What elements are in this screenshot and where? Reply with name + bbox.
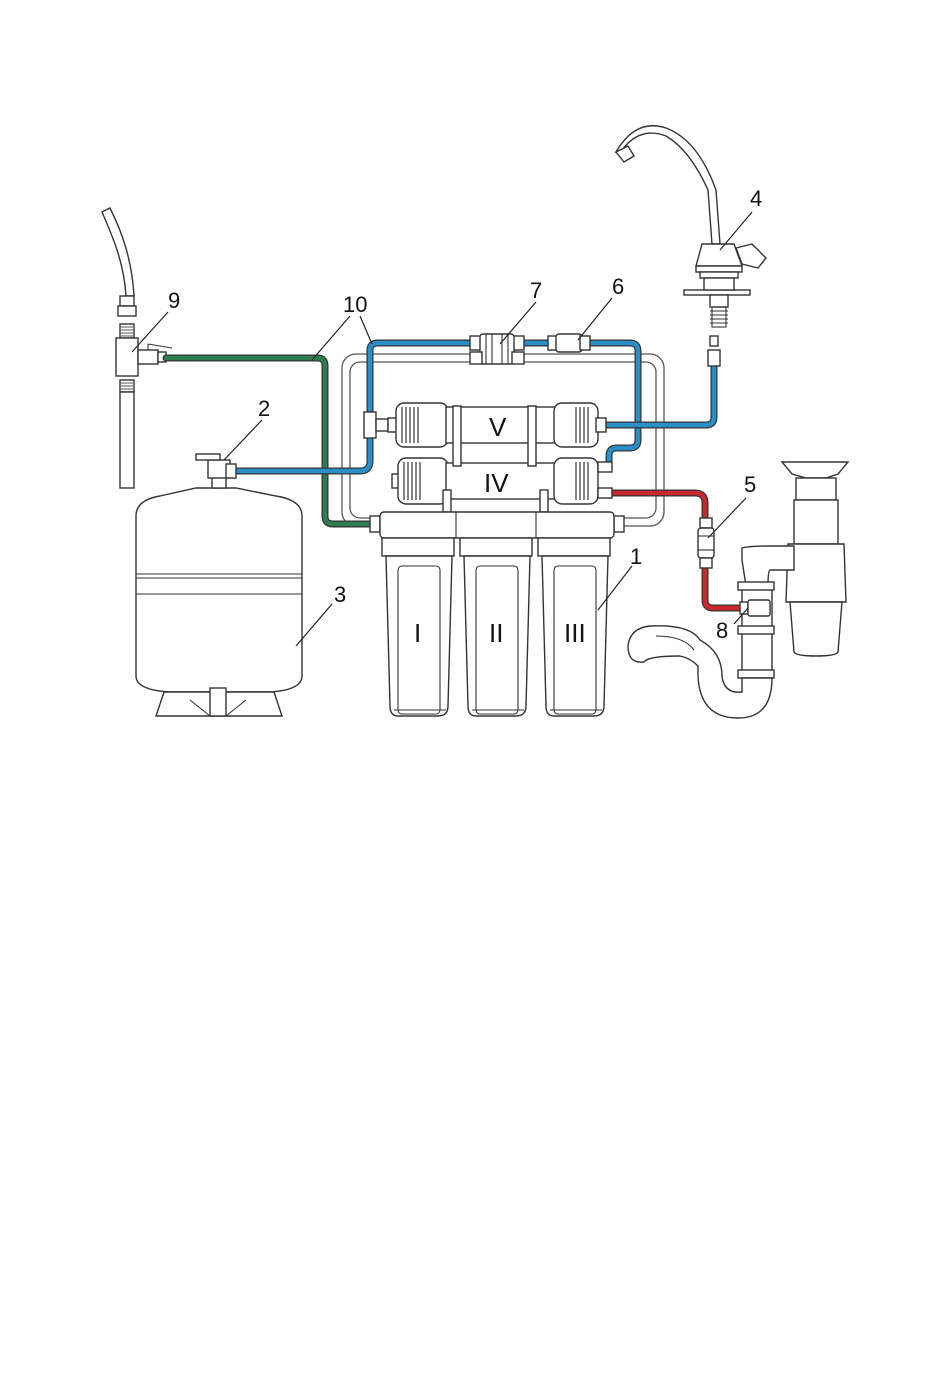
stage-label-4: IV [484,468,509,498]
callout-1: 1 [630,544,642,569]
faucet [616,126,766,366]
callout-10: 10 [343,292,367,317]
callout-6: 6 [612,274,624,299]
flow-restrictor [470,334,524,364]
stage-label-3: III [564,618,586,648]
drain-flow-valve [698,518,714,568]
prefilter-heads [370,512,624,556]
cold-water-supply [102,208,138,488]
drain-clamp [740,600,770,616]
callout-9: 9 [168,288,180,313]
callout-2: 2 [258,396,270,421]
tank-valve [196,454,236,488]
callout-8: 8 [716,618,728,643]
stage-label-1: I [414,618,421,648]
callout-3: 3 [334,582,346,607]
callout-5: 5 [744,472,756,497]
stage-label-5: V [489,412,507,442]
storage-tank [136,488,302,716]
sink-siphon [628,462,848,718]
tee-fitting [364,412,388,438]
stage-label-2: II [489,618,503,648]
callout-4: 4 [750,186,762,211]
callout-7: 7 [530,278,542,303]
check-valve [548,334,590,352]
